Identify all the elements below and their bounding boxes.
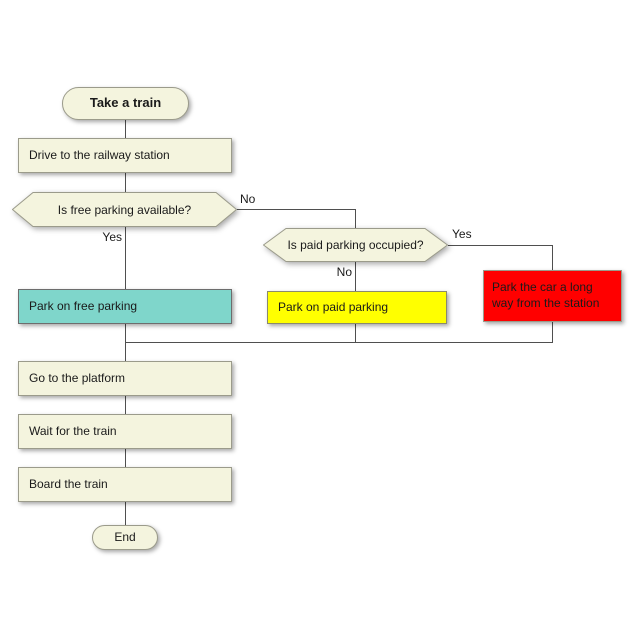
node-board-train: Board the train	[18, 467, 232, 502]
edge-free-to-platform	[125, 324, 126, 361]
edge-board-to-end	[125, 502, 126, 525]
edge-label-free-no: No	[240, 192, 256, 206]
node-label: Park on paid parking	[278, 299, 389, 314]
node-label: Go to the platform	[29, 370, 126, 385]
decision-label: Is free parking available?	[57, 202, 192, 217]
node-label: Board the train	[29, 476, 108, 491]
node-label: Park the car a long way from the station	[492, 280, 600, 310]
edge-label-paid-no: No	[336, 265, 352, 279]
edge-paid-yes-horizontal	[448, 245, 553, 246]
decision-label: Is paid parking occupied?	[287, 238, 424, 252]
edge-merge-horizontal	[125, 342, 553, 343]
node-label: Wait for the train	[29, 423, 117, 438]
decision-paid-parking: Is paid parking occupied?	[263, 228, 448, 262]
edge-free-yes	[125, 227, 126, 289]
hexagon-shape	[263, 228, 448, 262]
edge-free-no-horizontal	[237, 209, 356, 210]
node-park-far-from-station: Park the car a long way from the station	[483, 270, 622, 322]
edge-wait-to-board	[125, 449, 126, 467]
node-park-free-parking: Park on free parking	[18, 289, 232, 324]
node-label: Park on free parking	[29, 298, 138, 313]
edge-label-paid-yes: Yes	[452, 227, 472, 241]
node-label: End	[114, 529, 136, 544]
decision-free-parking: Is free parking available?	[12, 192, 237, 227]
edge-paid-to-merge	[355, 324, 356, 342]
node-end: End	[92, 525, 158, 550]
edge-paid-no	[355, 262, 356, 291]
node-label: Take a train	[89, 95, 162, 111]
node-drive-to-station: Drive to the railway station	[18, 138, 232, 173]
node-start-take-a-train: Take a train	[62, 87, 189, 120]
node-wait-for-train: Wait for the train	[18, 414, 232, 449]
edge-label-free-yes: Yes	[102, 230, 122, 244]
edge-free-no-vertical	[355, 209, 356, 228]
edge-platform-to-wait	[125, 396, 126, 414]
node-label: Drive to the railway station	[29, 147, 170, 162]
edge-drive-to-free-decision	[125, 173, 126, 192]
node-go-to-platform: Go to the platform	[18, 361, 232, 396]
hexagon-shape	[12, 192, 237, 227]
edge-start-to-drive	[125, 120, 126, 138]
node-park-paid-parking: Park on paid parking	[267, 291, 447, 324]
